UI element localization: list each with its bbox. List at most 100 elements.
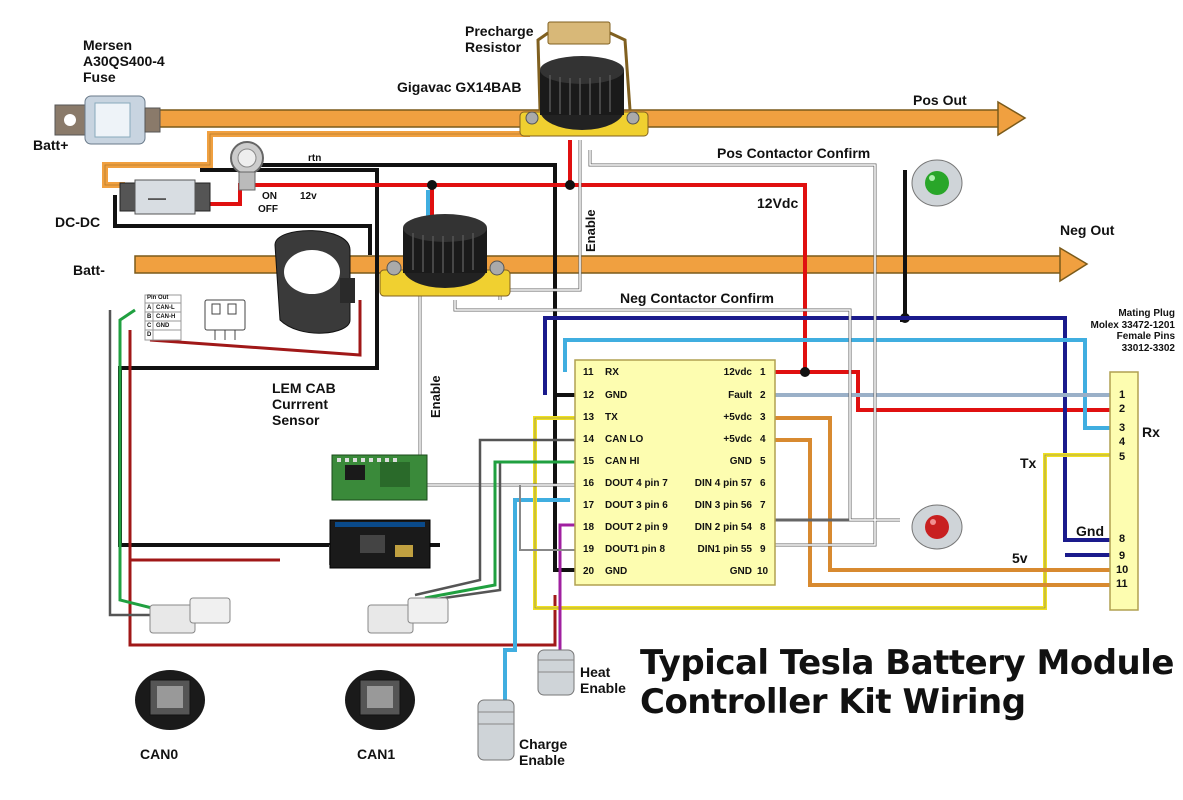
svg-text:▬▬▬: ▬▬▬ — [148, 196, 166, 202]
pin-16-name: DOUT 4 pin 7 — [605, 478, 668, 489]
fuse-label-line1: Mersen — [83, 37, 133, 53]
charge-enable-connector — [477, 699, 515, 761]
mating-pin-3: 3 — [1119, 422, 1126, 434]
fuse — [54, 95, 161, 145]
pinout-title: Pin Out — [147, 295, 169, 301]
neg-bus-bar — [134, 246, 1089, 283]
pin-9-name: DIN1 pin 55 — [697, 544, 752, 555]
twelve-vdc-label: 12Vdc — [757, 195, 799, 211]
pin-7-name: DIN 3 pin 56 — [694, 500, 752, 511]
title-line2: Controller Kit Wiring — [640, 682, 1026, 723]
pin-3-num: 3 — [760, 412, 766, 423]
heat-enable-label: Heat Enable — [580, 664, 626, 696]
can-hi-wire — [424, 460, 575, 600]
can-shield-wires — [128, 300, 557, 647]
lem-current-sensor — [274, 230, 355, 334]
on-off-switch — [230, 141, 264, 191]
rx-label: Rx — [1142, 424, 1160, 440]
mating-pin-11: 11 — [1116, 578, 1128, 590]
precharge-label: Precharge Resistor — [465, 23, 533, 55]
pin-3-name: +5vdc — [723, 412, 752, 423]
mating-pin-9: 9 — [1119, 550, 1126, 562]
five-v-label: 5v — [1012, 550, 1028, 566]
pin-8-num: 8 — [760, 522, 766, 533]
lem-label-line2: Currrent — [272, 396, 329, 413]
precharge-label-line2: Resistor — [465, 39, 522, 56]
neg-confirm-label: Neg Contactor Confirm — [620, 290, 774, 306]
mating-plug-line1: Mating Plug — [1118, 308, 1175, 319]
dcdc-converter: ▬▬▬ — [119, 179, 211, 215]
precharge-resistor — [536, 21, 632, 111]
charge-enable-label: Charge Enable — [519, 736, 567, 768]
off-label: OFF — [258, 204, 278, 215]
pin-11-name: RX — [605, 367, 619, 378]
diagram-title: Typical Tesla Battery Module Controller … — [640, 643, 1174, 723]
pin-5-num: 5 — [760, 456, 766, 467]
mating-pin-2: 2 — [1119, 403, 1126, 415]
lem-label: LEM CAB Currrent Sensor — [272, 380, 336, 428]
pinout-a-name: CAN-L — [156, 305, 175, 311]
connector-sketch — [204, 299, 246, 340]
lem-label-line1: LEM CAB — [272, 380, 336, 396]
contactor-label: Gigavac GX14BAB — [397, 79, 522, 95]
batt-neg-label: Batt- — [73, 262, 105, 278]
pin-16-num: 16 — [583, 478, 595, 489]
can0-jack — [135, 670, 205, 730]
neg-confirm-light — [911, 504, 963, 550]
pin-1-name: 12vdc — [723, 367, 752, 378]
pin-9-num: 9 — [760, 544, 766, 555]
tx-label: Tx — [1020, 455, 1037, 471]
pin-14-num: 14 — [583, 434, 595, 445]
pin-17-num: 17 — [583, 500, 595, 511]
mating-pin-1: 1 — [1119, 389, 1126, 401]
mating-plug-line2: Molex 33472-1201 — [1090, 319, 1175, 331]
pinout-c-name: GND — [156, 323, 170, 329]
pin-4-num: 4 — [760, 434, 766, 445]
pin-7-num: 7 — [760, 500, 766, 511]
lem-pinout-card — [144, 294, 182, 341]
pin-19-name: DOUT1 pin 8 — [605, 544, 666, 555]
fault-wires — [543, 316, 1110, 557]
heat-enable-line1: Heat — [580, 664, 611, 680]
pin-15-num: 15 — [583, 456, 595, 467]
pos-confirm-light — [911, 159, 963, 207]
fuse-label: Mersen A30QS400-4 Fuse — [83, 37, 165, 85]
pos-contactor — [519, 56, 649, 137]
pinout-b-pin: B — [147, 314, 152, 320]
gnd-label: Gnd — [1076, 523, 1104, 539]
mating-pin-10: 10 — [1116, 564, 1129, 576]
pin-17-name: DOUT 3 pin 6 — [605, 500, 668, 511]
pos-out-label: Pos Out — [913, 92, 967, 108]
pin-6-num: 6 — [760, 478, 766, 489]
can-splitter-0 — [149, 597, 231, 634]
pinout-d-pin: D — [147, 332, 152, 338]
ground-wires — [113, 163, 907, 572]
pin-2-name: Fault — [728, 390, 752, 401]
pin-18-num: 18 — [583, 522, 595, 533]
five-volt-wires — [760, 416, 1110, 587]
pin-12-num: 12 — [583, 390, 595, 401]
pin-10-name: GND — [729, 566, 752, 577]
can1-label: CAN1 — [357, 746, 396, 762]
mating-pin-5: 5 — [1119, 451, 1126, 463]
mating-plug-line3: Female Pins — [1116, 331, 1175, 342]
mating-pin-8: 8 — [1119, 533, 1126, 545]
pinout-a-pin: A — [147, 305, 152, 311]
title-line1: Typical Tesla Battery Module — [640, 643, 1174, 683]
pin-11-num: 11 — [583, 367, 594, 378]
mating-plug — [1109, 371, 1139, 611]
pos-confirm-label: Pos Contactor Confirm — [717, 145, 871, 161]
neg-contactor — [379, 214, 511, 297]
lem-label-line3: Sensor — [272, 412, 320, 429]
rtn-label: rtn — [308, 153, 322, 164]
pin-19-num: 19 — [583, 544, 595, 555]
twelve-v-label: 12v — [300, 191, 317, 202]
heat-enable-line2: Enable — [580, 680, 626, 697]
arduino-board — [329, 519, 431, 569]
dcdc-label: DC-DC — [55, 214, 101, 230]
controller-box — [574, 359, 776, 586]
pinout-b-name: CAN-H — [156, 314, 176, 320]
can1-jack — [345, 670, 415, 730]
